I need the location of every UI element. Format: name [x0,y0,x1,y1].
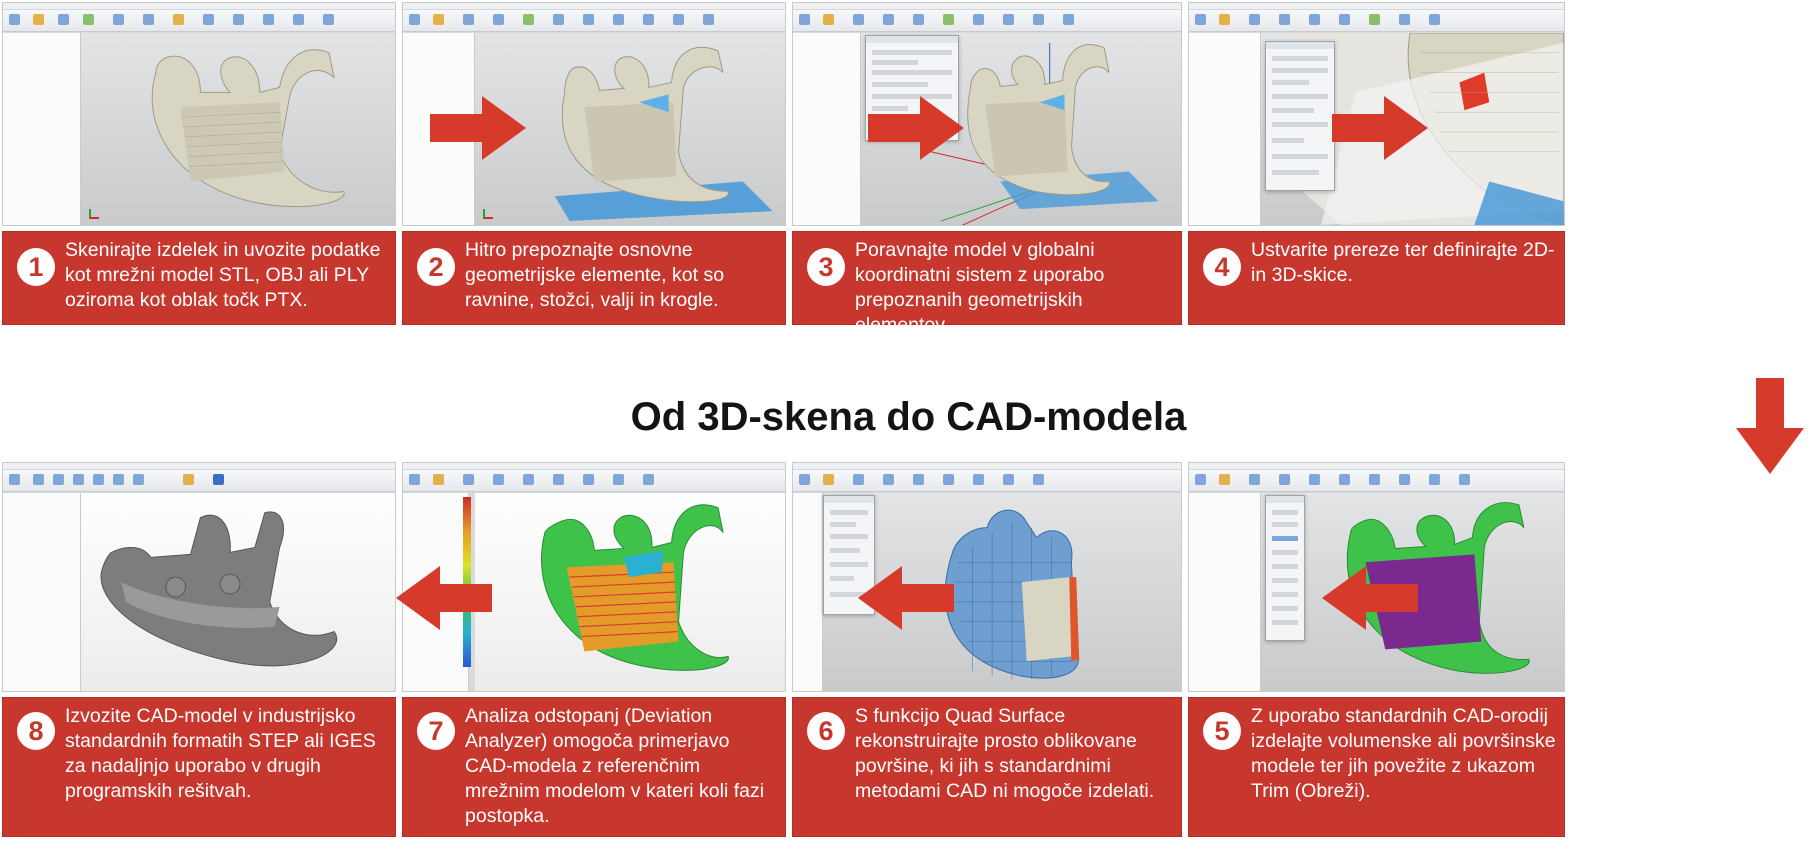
model-tree [1189,493,1261,691]
step-6-caption: 6 S funkcijo Quad Surface rekonstruirajt… [792,697,1182,837]
step-number-badge: 3 [807,248,845,286]
scanned-mesh-model [151,49,345,208]
quad-surface-model [944,509,1080,680]
arrow-right-icon [430,96,526,160]
step-number-badge: 2 [417,248,455,286]
arrow-down-icon [1736,378,1804,474]
title-bar [403,3,785,10]
model-tree [793,493,823,691]
ribbon-toolbar [3,470,395,492]
step-5-caption: 5 Z uporabo standardnih CAD-orodij izdel… [1188,697,1565,837]
arrow-left-icon [1322,566,1418,630]
model-tree [1189,33,1261,225]
screenshot-step-8 [2,462,396,692]
viewport-primitive-detection [475,33,785,225]
model-tree [3,493,81,691]
screenshot-step-3 [792,2,1182,226]
step-1-caption: 1 Skenirajte izdelek in uvozite podatke … [2,231,396,325]
trimmed-cad-surfaces [1346,502,1530,674]
axis-triad-icon [89,209,99,219]
ribbon-toolbar [403,10,785,32]
screenshot-step-7 [402,462,786,692]
step-description: Z uporabo standardnih CAD-orodij izdelaj… [1251,705,1556,802]
section-sketch-view [1291,33,1564,225]
step-3-caption: 3 Poravnajte model v globalni koordinatn… [792,231,1182,336]
arrow-left-icon [396,566,492,630]
title-bar [3,463,395,470]
screenshot-step-1 [2,2,396,226]
step-number-badge: 5 [1203,712,1241,750]
ribbon-toolbar [793,10,1181,32]
page-title: Od 3D-skena do CAD-modela [630,395,1187,439]
step-number-badge: 1 [17,248,55,286]
step-4-caption: 4 Ustvarite prereze ter definirajte 2D- … [1188,231,1565,325]
step-description: Poravnajte model v globalni koordinatni … [855,239,1105,336]
ribbon-toolbar [403,470,785,492]
arrow-left-icon [858,566,954,630]
step-number-badge: 6 [807,712,845,750]
step-description: Analiza odstopanj (Deviation Analyzer) o… [465,705,765,827]
viewport-scan-mesh [81,33,395,225]
step-2-caption: 2 Hitro prepoznajte osnovne geometrijske… [402,231,786,325]
title-bar [1189,3,1564,10]
ribbon-toolbar [793,470,1181,492]
step-number-badge: 8 [17,712,55,750]
viewport-deviation [475,493,785,691]
model-tree [3,33,81,225]
step-description: S funkcijo Quad Surface rekonstruirajte … [855,705,1155,802]
step-number-badge: 4 [1203,248,1241,286]
model-tree [793,33,861,225]
title-bar [793,463,1181,470]
title-bar [1189,463,1564,470]
screenshot-step-2 [402,2,786,226]
deviation-color-map [541,504,729,671]
arrow-right-icon [868,96,964,160]
mesh-with-detected-primitives [554,46,773,222]
deviation-color-scale [463,497,471,667]
screenshot-step-6 [792,462,1182,692]
ribbon-toolbar [3,10,395,32]
screenshot-step-5 [1188,462,1565,692]
step-8-caption: 8 Izvozite CAD-model v industrijsko stan… [2,697,396,837]
ribbon-toolbar [1189,470,1564,492]
sketch-dialog [1265,41,1335,191]
step-number-badge: 7 [417,712,455,750]
step-description: Skenirajte izdelek in uvozite podatke ko… [65,239,381,311]
step-7-caption: 7 Analiza odstopanj (Deviation Analyzer)… [402,697,786,837]
step-description: Ustvarite prereze ter definirajte 2D- in… [1251,239,1555,286]
title-bar [793,3,1181,10]
step-description: Hitro prepoznajte osnovne geometrijske e… [465,239,725,311]
title-bar [3,3,395,10]
step-description: Izvozite CAD-model v industrijsko standa… [65,705,376,802]
surface-dialog [1265,495,1305,641]
mesh-alignment-view [930,42,1159,225]
axis-triad-icon [483,209,493,219]
final-cad-model [100,511,337,667]
title-bar [403,463,785,470]
viewport-alignment [861,33,1181,225]
arrow-right-icon [1332,96,1428,160]
ribbon-toolbar [1189,10,1564,32]
viewport-cad-export [81,493,395,691]
screenshot-step-4 [1188,2,1565,226]
